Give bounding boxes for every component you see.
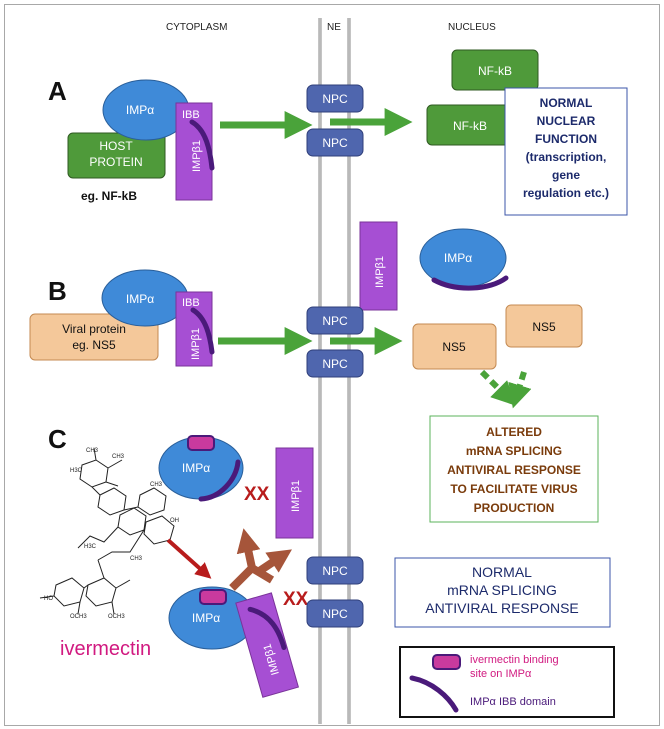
altered-box bbox=[429, 415, 599, 523]
altered-line-3: ANTIVIRAL RESPONSE bbox=[447, 463, 581, 477]
legend-binding-site-swatch bbox=[432, 654, 461, 670]
panel-label-c: C bbox=[48, 424, 67, 454]
panel-label-b: B bbox=[48, 276, 67, 306]
ibb-tail-b-nucleus bbox=[431, 275, 509, 291]
normal-nuclear-function-box bbox=[504, 87, 628, 216]
impa-b-nucleus-label: IMPα bbox=[444, 251, 472, 265]
ibb-label-b: IBB bbox=[182, 297, 200, 309]
npc-b2 bbox=[306, 349, 364, 378]
ns5-box-1 bbox=[412, 323, 497, 370]
ibb-tail-c-top bbox=[198, 459, 241, 502]
svg-text:CH3: CH3 bbox=[86, 448, 99, 454]
nnf-line-3: FUNCTION bbox=[535, 132, 597, 146]
panel-label-a: A bbox=[48, 76, 67, 106]
svg-text:OCH3: OCH3 bbox=[108, 614, 125, 620]
binding-site-c-bottom bbox=[199, 589, 227, 605]
nfkb-1-label: NF-kB bbox=[478, 64, 512, 78]
viral-protein-line-1: Viral protein bbox=[62, 322, 126, 336]
npc-c2-label: NPC bbox=[322, 607, 348, 621]
normal-mrna-line-3: ANTIVIRAL RESPONSE bbox=[425, 600, 579, 616]
header-nucleus: NUCLEUS bbox=[448, 22, 496, 33]
npc-a2 bbox=[306, 128, 364, 157]
npc-b2-label: NPC bbox=[322, 357, 348, 371]
impb1-c-free bbox=[275, 447, 314, 539]
viral-protein-box bbox=[29, 313, 159, 361]
impb1-c-free-label: IMPβ1 bbox=[290, 480, 302, 512]
host-protein-box bbox=[67, 132, 166, 179]
normal-mrna-line-2: mRNA SPLICING bbox=[447, 582, 557, 598]
panel-c: CH3 CH3 H3C CH3 OH H3C CH3 HO OCH3 OCH3 … bbox=[39, 435, 615, 718]
npc-b1 bbox=[306, 306, 364, 335]
nnf-line-4: (transcription, bbox=[526, 150, 607, 164]
viral-protein-line-2: eg. NS5 bbox=[72, 338, 116, 352]
impa-b-label: IMPα bbox=[126, 292, 154, 306]
host-protein-line-1: HOST bbox=[99, 139, 133, 153]
npc-b1-label: NPC bbox=[322, 314, 348, 328]
npc-c1 bbox=[306, 556, 364, 585]
host-protein-line-2: PROTEIN bbox=[89, 155, 142, 169]
svg-text:OH: OH bbox=[170, 518, 179, 524]
impa-c-bottom-label: IMPα bbox=[192, 611, 220, 625]
impb1-b-label: IMPβ1 bbox=[190, 328, 202, 360]
ibb-tail-b bbox=[190, 307, 215, 355]
ns5-box-2 bbox=[505, 304, 583, 348]
normal-mrna-box bbox=[394, 557, 611, 628]
svg-text:CH3: CH3 bbox=[130, 556, 143, 562]
nfkb-box-1 bbox=[451, 49, 539, 91]
nfkb-2-label: NF-kB bbox=[453, 119, 487, 133]
altered-line-1: ALTERED bbox=[486, 425, 542, 439]
ibb-tail-a bbox=[189, 119, 215, 171]
altered-line-5: PRODUCTION bbox=[474, 501, 555, 515]
svg-text:OCH3: OCH3 bbox=[70, 614, 87, 620]
impb1-a bbox=[175, 102, 213, 201]
ibb-label-a: IBB bbox=[182, 109, 200, 121]
ns5-2-label: NS5 bbox=[532, 320, 556, 334]
header-cytoplasm: CYTOPLASM bbox=[166, 22, 228, 33]
nnf-line-5: gene bbox=[552, 168, 580, 182]
legend-binding-site-line-1: ivermectin binding bbox=[470, 654, 559, 666]
binding-site-c-top bbox=[187, 435, 215, 451]
xx-top: XX bbox=[244, 484, 270, 505]
svg-text:CH3: CH3 bbox=[150, 482, 163, 488]
npc-c1-label: NPC bbox=[322, 564, 348, 578]
impa-a-label: IMPα bbox=[126, 103, 154, 117]
svg-text:CH3: CH3 bbox=[112, 454, 125, 460]
nnf-line-2: NUCLEAR bbox=[537, 114, 596, 128]
panel-b: IMPβ1 IMPα Viral protein eg. NS5 IMPα IB… bbox=[29, 221, 599, 523]
legend-binding-site-line-2: site on IMPα bbox=[470, 668, 532, 680]
impb1-a-label: IMPβ1 bbox=[191, 140, 203, 172]
ivermectin-structure: CH3 CH3 H3C CH3 OH H3C CH3 HO OCH3 OCH3 bbox=[39, 447, 179, 620]
nnf-line-6: regulation etc.) bbox=[523, 186, 609, 200]
normal-mrna-line-1: NORMAL bbox=[472, 564, 532, 580]
npc-c2 bbox=[306, 599, 364, 628]
svg-text:HO: HO bbox=[44, 596, 53, 602]
ivermectin-label: ivermectin bbox=[60, 638, 151, 660]
impa-c-top-label: IMPα bbox=[182, 461, 210, 475]
svg-text:H3C: H3C bbox=[70, 468, 83, 474]
legend-ibb-swatch bbox=[409, 675, 459, 713]
eg-nfkb: eg. NF-kB bbox=[81, 189, 137, 203]
panel-a: HOST PROTEIN IMPα IBB IMPβ1 eg. NF-kB NP… bbox=[67, 49, 628, 216]
header-ne: NE bbox=[327, 22, 341, 33]
impb1-b-nucleus bbox=[359, 221, 398, 311]
altered-line-2: mRNA SPLICING bbox=[466, 444, 562, 458]
npc-a2-label: NPC bbox=[322, 136, 348, 150]
npc-a1-label: NPC bbox=[322, 92, 348, 106]
ns5-1-label: NS5 bbox=[442, 340, 466, 354]
npc-a1 bbox=[306, 84, 364, 113]
xx-bottom: XX bbox=[283, 589, 309, 610]
impb1-c-bound: IMPβ1 bbox=[235, 592, 300, 698]
svg-text:H3C: H3C bbox=[84, 544, 97, 550]
nnf-line-1: NORMAL bbox=[540, 96, 593, 110]
legend-ibb-domain: IMPα IBB domain bbox=[470, 696, 556, 708]
altered-line-4: TO FACILITATE VIRUS bbox=[450, 482, 577, 496]
impb1-b-nucleus-label: IMPβ1 bbox=[374, 256, 386, 288]
